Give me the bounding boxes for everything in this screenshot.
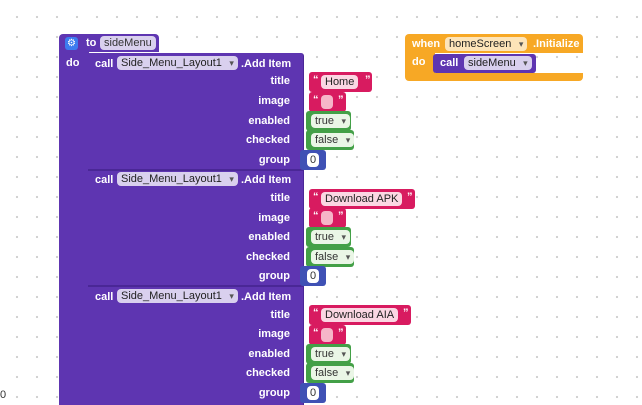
number-field[interactable]: 0 [307,386,320,400]
procedure-dropdown[interactable]: sideMenu [464,56,532,70]
component-dropdown[interactable]: Side_Menu_Layout1 [117,56,238,70]
group-label: group [258,270,290,282]
event-component-dropdown[interactable]: homeScreen [445,37,528,51]
event-do-column: do [405,53,435,73]
text-block[interactable]: “ ” [309,92,346,112]
event-do-label: do [412,56,426,68]
procedure-do-column: do [59,52,89,405]
procedure-name-field[interactable]: sideMenu [100,36,156,50]
title-label: title [270,309,290,321]
image-label: image [258,328,290,340]
math-number-block[interactable]: 0 [300,150,326,170]
logic-false-block[interactable]: false [306,247,355,267]
gear-icon[interactable]: ⚙ [65,37,78,50]
text-string[interactable]: Download AIA [321,308,399,322]
math-number-block[interactable]: 0 [300,266,326,286]
group-label: group [258,154,290,166]
text-block[interactable]: “ Download APK ” [309,189,415,209]
image-label: image [258,212,290,224]
text-string[interactable]: Download APK [321,192,403,206]
boolean-dropdown[interactable]: false [311,250,355,264]
text-string[interactable] [321,328,333,342]
method-label: .Add Item [241,291,292,303]
component-dropdown[interactable]: Side_Menu_Layout1 [117,289,238,303]
add-item-block[interactable] [88,170,304,286]
event-name-label: .Initialize [533,38,580,50]
enabled-label: enabled [248,115,290,127]
text-string[interactable] [321,95,333,109]
logic-false-block[interactable]: false [306,130,355,150]
procedure-to-label: to [86,37,97,49]
title-label: title [270,75,290,87]
when-label: when [412,38,441,50]
number-field[interactable]: 0 [307,153,320,167]
title-label: title [270,192,290,204]
text-block[interactable]: “ Download AIA ” [309,305,411,325]
logic-true-block[interactable]: true [306,344,351,364]
event-block-bottom [405,73,583,81]
boolean-dropdown[interactable]: true [311,114,350,128]
checked-label: checked [245,251,290,263]
call-label: call [95,174,114,186]
call-label: call [440,57,459,69]
boolean-dropdown[interactable]: false [311,133,355,147]
checked-label: checked [245,367,290,379]
number-field[interactable]: 0 [307,269,320,283]
component-dropdown[interactable]: Side_Menu_Layout1 [117,172,238,186]
text-string[interactable] [321,211,333,225]
boolean-dropdown[interactable]: false [311,366,355,380]
logic-true-block[interactable]: true [306,227,351,247]
procedure-block[interactable]: ⚙ to sideMenu [59,34,159,52]
text-block[interactable]: “ ” [309,208,346,228]
group-label: group [258,387,290,399]
image-label: image [258,95,290,107]
math-number-block[interactable]: 0 [300,383,326,403]
text-string[interactable]: Home [321,75,359,89]
add-item-block[interactable] [88,286,304,405]
enabled-label: enabled [248,231,290,243]
add-item-block[interactable] [88,53,304,170]
call-procedure-block[interactable]: call sideMenu [433,54,536,73]
call-label: call [95,58,114,70]
boolean-dropdown[interactable]: true [311,230,350,244]
edge-fragment-text: 0 [0,389,7,401]
procedure-do-label: do [66,57,80,69]
when-initialize-event-block[interactable]: when homeScreen .Initialize [405,34,583,53]
call-label: call [95,291,114,303]
checked-label: checked [245,134,290,146]
text-block[interactable]: “ Home ” [309,72,372,92]
logic-true-block[interactable]: true [306,111,351,131]
method-label: .Add Item [241,58,292,70]
text-block[interactable]: “ ” [309,325,346,345]
enabled-label: enabled [248,348,290,360]
boolean-dropdown[interactable]: true [311,347,350,361]
logic-false-block[interactable]: false [306,363,355,383]
method-label: .Add Item [241,174,292,186]
